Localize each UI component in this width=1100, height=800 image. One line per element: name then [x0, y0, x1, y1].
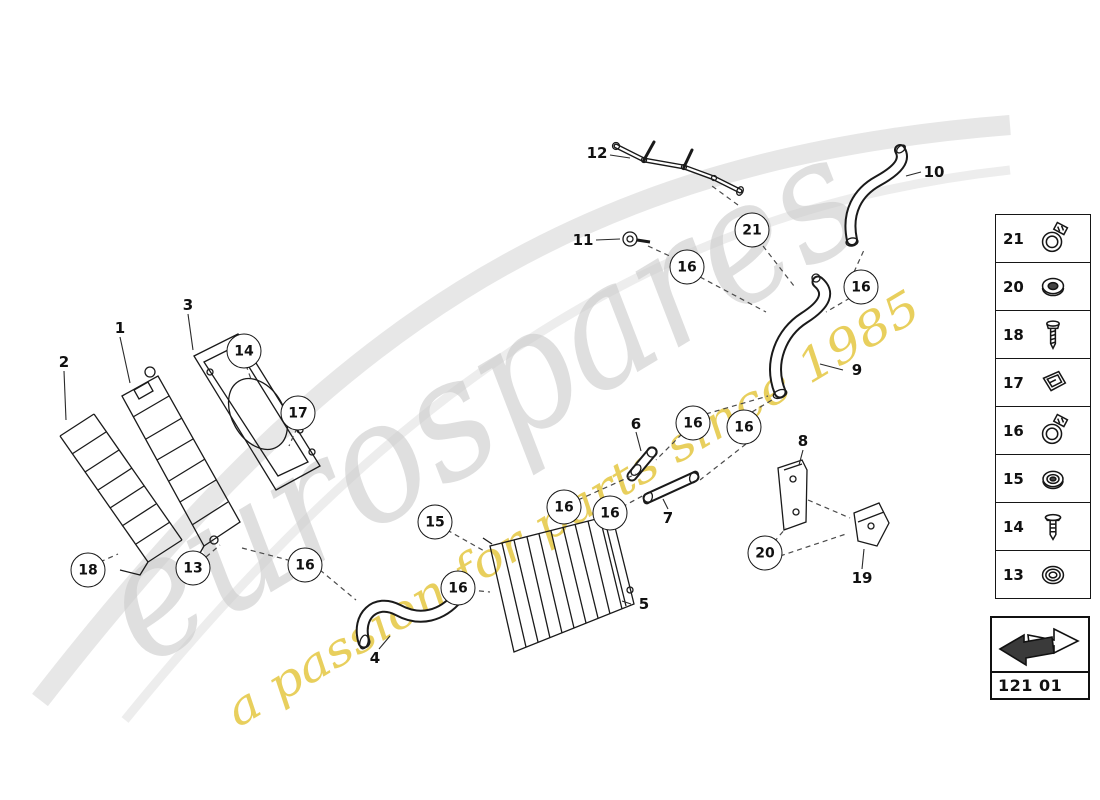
part-label-2[interactable]: 2	[58, 353, 70, 371]
part-label-4[interactable]: 4	[369, 649, 381, 667]
part-19-bracket	[853, 502, 890, 547]
ring-icon	[1034, 556, 1072, 594]
part-label-10[interactable]: 10	[923, 163, 945, 181]
hose-clamp-icon	[1034, 412, 1072, 450]
part-5-front-radiator	[482, 514, 635, 653]
sidebar-item-number: 16	[1003, 421, 1024, 440]
callout-circle-14[interactable]: 14	[226, 333, 262, 369]
sidebar-item-13[interactable]: 13	[996, 550, 1090, 598]
part-label-6[interactable]: 6	[630, 415, 642, 433]
sidebar-item-number: 13	[1003, 565, 1024, 584]
callout-circle-16[interactable]: 16	[546, 489, 582, 525]
sidebar-item-number: 15	[1003, 469, 1024, 488]
callout-circle-17[interactable]: 17	[280, 395, 316, 431]
part-group-box[interactable]: 121 01	[990, 616, 1090, 700]
part-3-fan-shroud	[193, 333, 321, 491]
part-group-code: 121 01	[992, 671, 1088, 698]
part-label-3[interactable]: 3	[182, 296, 194, 314]
clip-icon	[1034, 364, 1072, 402]
screw-icon	[1034, 316, 1072, 354]
rivet-icon	[1034, 508, 1072, 546]
part-2-air-duct	[59, 413, 183, 576]
sidebar-item-number: 17	[1003, 373, 1024, 392]
sidebar-item-number: 20	[1003, 277, 1024, 296]
part-10-hose	[844, 144, 908, 247]
callout-circle-21[interactable]: 21	[734, 212, 770, 248]
part-label-1[interactable]: 1	[114, 319, 126, 337]
sidebar-item-20[interactable]: 20	[996, 262, 1090, 310]
sidebar-item-18[interactable]: 18	[996, 310, 1090, 358]
grommet-icon	[1034, 460, 1072, 498]
callout-circle-13[interactable]: 13	[175, 550, 211, 586]
part-label-8[interactable]: 8	[797, 432, 809, 450]
sidebar-item-number: 14	[1003, 517, 1024, 536]
sidebar-item-17[interactable]: 17	[996, 358, 1090, 406]
callout-circle-15[interactable]: 15	[417, 504, 453, 540]
leader-lines	[63, 154, 922, 650]
part-6-elbow-pipe	[626, 446, 658, 482]
part-label-11[interactable]: 11	[572, 231, 594, 249]
callout-circle-18[interactable]: 18	[70, 552, 106, 588]
part-label-7[interactable]: 7	[662, 509, 674, 527]
sidebar-item-21[interactable]: 21	[996, 215, 1090, 262]
sidebar-item-number: 21	[1003, 229, 1024, 248]
callout-circle-16[interactable]: 16	[287, 547, 323, 583]
callout-circle-16[interactable]: 16	[843, 269, 879, 305]
part-label-19[interactable]: 19	[851, 569, 873, 587]
nut-icon	[1034, 268, 1072, 306]
part-label-12[interactable]: 12	[586, 144, 608, 162]
callout-circle-16[interactable]: 16	[440, 570, 476, 606]
direction-arrow-icon	[998, 627, 1080, 667]
callout-circle-16[interactable]: 16	[669, 249, 705, 285]
callout-circle-20[interactable]: 20	[747, 535, 783, 571]
hardware-sidebar: 21 20 18 17 16 15 14 13	[995, 214, 1091, 599]
sidebar-item-16[interactable]: 16	[996, 406, 1090, 454]
part-label-9[interactable]: 9	[851, 361, 863, 379]
sidebar-item-14[interactable]: 14	[996, 502, 1090, 550]
part-11-connector	[622, 231, 651, 247]
sidebar-item-number: 18	[1003, 325, 1024, 344]
part-7-pipe	[642, 470, 700, 505]
callout-circle-16[interactable]: 16	[726, 409, 762, 445]
hose-clamp-icon	[1034, 220, 1072, 258]
sidebar-item-15[interactable]: 15	[996, 454, 1090, 502]
part-label-5[interactable]: 5	[638, 595, 650, 613]
part-12-vent-tube	[611, 140, 744, 196]
callout-circle-16[interactable]: 16	[592, 495, 628, 531]
callout-circle-16[interactable]: 16	[675, 405, 711, 441]
part-9-hose	[769, 273, 832, 400]
